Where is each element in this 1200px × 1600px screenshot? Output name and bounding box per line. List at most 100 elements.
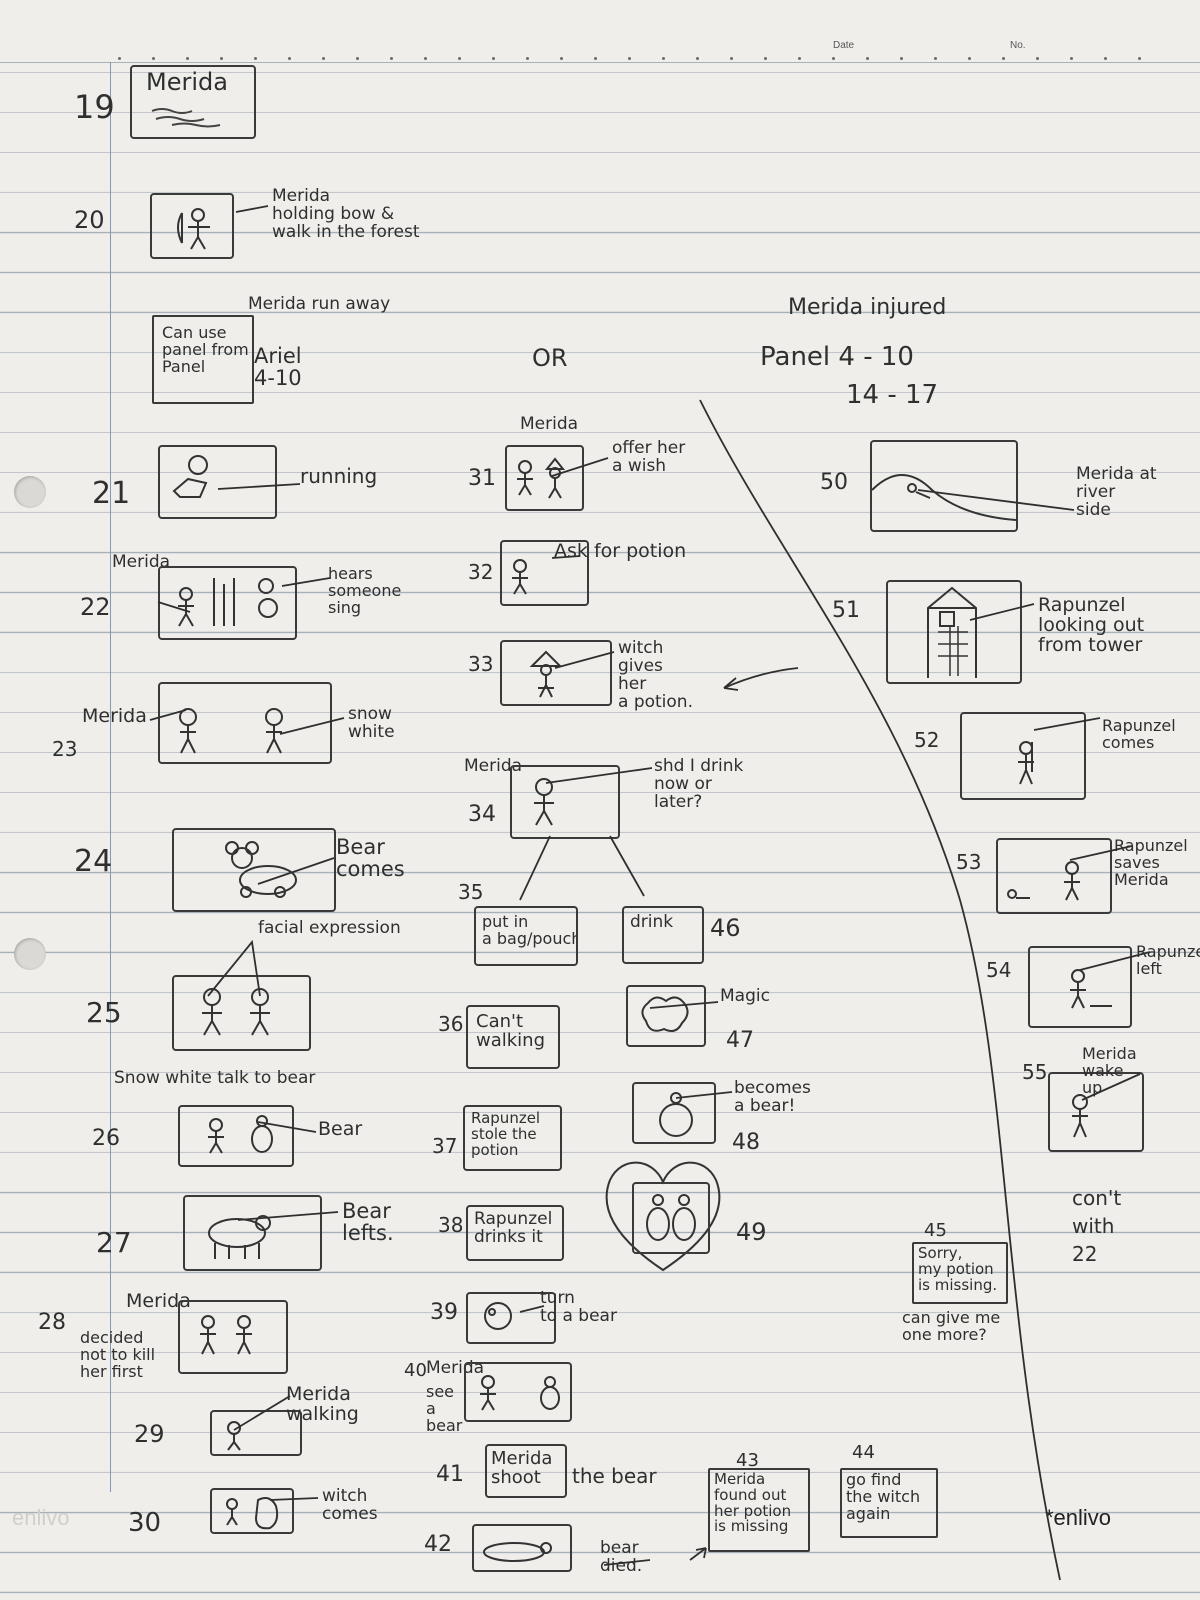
frame-number: 36 [438, 1012, 464, 1036]
header-dot [662, 57, 665, 60]
caption: witch comes [322, 1486, 378, 1524]
header-dot [186, 57, 189, 60]
caption: turn to a bear [540, 1288, 617, 1326]
header-dot [968, 57, 971, 60]
character-label: Merida [82, 705, 147, 727]
caption: facial expression [258, 918, 401, 938]
character-label: Merida [112, 552, 171, 572]
frame-number: 45 [924, 1220, 947, 1241]
panel-hug-bears [632, 1182, 710, 1254]
panel-rapunzel-left [1028, 946, 1132, 1028]
header-dot [594, 57, 597, 60]
panel-cant-walk: Can't walking [466, 1005, 560, 1069]
frame-number: 34 [468, 802, 496, 827]
frame-number: 22 [80, 593, 111, 621]
caption: running [300, 464, 378, 488]
frame-number: 27 [96, 1226, 132, 1259]
panel-rapunzel-comes [960, 712, 1086, 800]
branch-heading: Merida injured [788, 295, 947, 320]
frame-number: 35 [458, 880, 484, 904]
frame-number: 49 [736, 1218, 767, 1246]
header-dot [424, 57, 427, 60]
number-label: No. [1010, 40, 1026, 51]
panel-find-witch: go find the witch again [840, 1468, 938, 1538]
or-label: OR [532, 344, 568, 372]
reference-panels: Ariel 4-10 [254, 344, 302, 391]
frame-number: 24 [74, 844, 113, 879]
header-dot [900, 57, 903, 60]
reference-box: Can use panel from Panel [152, 315, 254, 404]
header-dot [832, 57, 835, 60]
header-dot [254, 57, 257, 60]
date-label: Date [833, 40, 855, 51]
panel-text: Rapunzel drinks it [474, 1209, 553, 1247]
frame-number: 23 [52, 737, 78, 761]
caption: Bear [318, 1118, 363, 1140]
reference-text: Can use panel from Panel [162, 323, 249, 376]
panel-drink-decision [510, 765, 620, 839]
frame-number: 25 [86, 996, 122, 1029]
header-dot [288, 57, 291, 60]
frame-number: 44 [852, 1442, 875, 1463]
frame-number: 38 [438, 1213, 464, 1237]
reference-panels: 14 - 17 [846, 380, 939, 410]
panel-talk-to-bear [178, 1105, 294, 1167]
panel-bear-leaves [183, 1195, 322, 1271]
header-dot [798, 57, 801, 60]
panel-text: Merida shoot [491, 1448, 553, 1488]
header-dot [1036, 57, 1039, 60]
panel-ask-potion [500, 540, 589, 606]
header-dot [152, 57, 155, 60]
panel-running [158, 445, 277, 519]
frame-number: 31 [468, 466, 496, 491]
caption: Merida at river side [1076, 464, 1157, 520]
title-card-panel: Merida [130, 65, 256, 139]
header-band [0, 0, 1200, 63]
panel-shoot-bear: Merida shoot [485, 1444, 567, 1498]
caption: Ask for potion [554, 540, 687, 562]
frame-number: 26 [92, 1126, 120, 1151]
reference-panels: Panel 4 - 10 [760, 342, 914, 372]
frame-number: 54 [986, 958, 1012, 982]
frame-number: 53 [956, 850, 982, 874]
panel-becomes-bear [632, 1082, 716, 1144]
panel-snow-white [158, 682, 332, 764]
frame-number: 39 [430, 1300, 458, 1325]
panel-magic [626, 985, 706, 1047]
caption: witch gives her a potion. [618, 638, 693, 712]
panel-rapunzel-stole: Rapunzel stole the potion [463, 1105, 562, 1171]
caption: Rapunzel saves Merida [1114, 836, 1188, 889]
frame-number: 29 [134, 1420, 165, 1448]
caption: Merida holding bow & walk in the forest [272, 186, 420, 242]
panel-facial-expression [172, 975, 311, 1051]
brand-logo: *enlivo [1045, 1505, 1112, 1530]
caption: Merida wake up [1082, 1044, 1137, 1097]
header-dot [1104, 57, 1107, 60]
caption: the bear [572, 1464, 657, 1488]
header-dot [322, 57, 325, 60]
frame-number: 42 [424, 1532, 452, 1557]
header-dot [390, 57, 393, 60]
panel-put-in-bag: put in a bag/pouch [474, 906, 578, 966]
header-dot [560, 57, 563, 60]
caption: Magic [720, 986, 770, 1006]
header-dot [1138, 57, 1141, 60]
panel-offer-wish [505, 445, 584, 511]
panel-bear-comes [172, 828, 336, 912]
panel-drink: drink [622, 906, 704, 964]
frame-number: 30 [128, 1508, 162, 1538]
panel-decided [178, 1300, 288, 1374]
panel-text: Rapunzel stole the potion [471, 1109, 541, 1159]
panel-text: Sorry, my potion is missing. [918, 1244, 998, 1294]
panel-river-side [870, 440, 1018, 532]
panel-text: Can't walking [476, 1011, 546, 1051]
caption: Rapunzel looking out from tower [1038, 594, 1145, 656]
punch-hole [14, 938, 46, 970]
header-dot [866, 57, 869, 60]
header-dot [526, 57, 529, 60]
header-dot [764, 57, 767, 60]
panel-sorry: Sorry, my potion is missing. [912, 1242, 1008, 1304]
panel-text: Merida found out her potion is missing [714, 1470, 792, 1536]
caption: becomes a bear! [734, 1078, 811, 1116]
continuation-note: con't with 22 [1072, 1186, 1122, 1266]
